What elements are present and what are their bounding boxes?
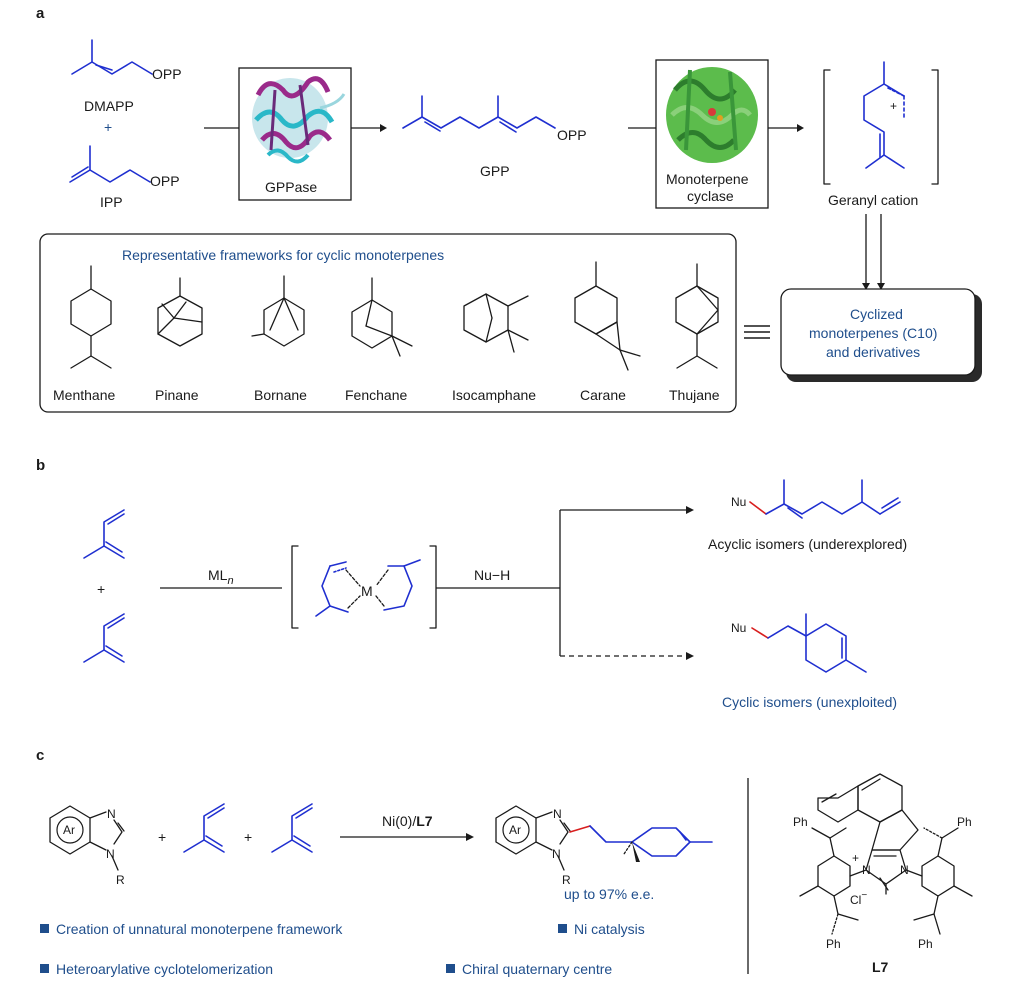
metal-m: M: [361, 583, 373, 599]
l7-label: L7: [872, 959, 889, 975]
panel-a-label: a: [36, 5, 45, 22]
dmapp-ipp-plus: +: [104, 119, 112, 135]
cyclic-product-structure: [751, 613, 867, 673]
cyclized-line1: Cyclized: [850, 306, 903, 322]
bullet-list: Creation of unnatural monoterpene framew…: [40, 921, 645, 977]
l7-ph-4: Ph: [918, 937, 933, 951]
framework-label-4: Isocamphane: [452, 387, 536, 403]
panel-b-plus: +: [97, 581, 105, 597]
bornane-structure: [251, 275, 305, 347]
reactant-n2: N: [106, 847, 115, 861]
menthane-structure: [70, 265, 112, 369]
nucleophile-nuh: Nu−H: [474, 567, 510, 583]
catalyst-ml: MLn: [208, 567, 234, 587]
isoprene-c1-structure: [183, 803, 225, 853]
product-ar: Ar: [509, 823, 521, 837]
bullet-text-0: Creation of unnatural monoterpene framew…: [56, 921, 343, 937]
acyclic-label: Acyclic isomers (underexplored): [708, 536, 907, 552]
gpp-structure: [402, 95, 556, 133]
geranyl-cation-label: Geranyl cation: [828, 192, 918, 208]
arrows-to-cyclized: [862, 214, 885, 290]
l7-n1: N: [862, 863, 871, 877]
l7-ligand-structure: [799, 773, 973, 935]
acyclic-product-structure: [749, 479, 901, 519]
bullet-marker-1: [558, 924, 567, 933]
cyclized-box: Cyclized monoterpenes (C10) and derivati…: [780, 288, 982, 382]
bullet-marker-0: [40, 924, 49, 933]
equivalence-symbol: [744, 325, 770, 339]
isoprene-1-structure: [83, 509, 125, 559]
reactant-n1: N: [107, 807, 116, 821]
reactant-ar: Ar: [63, 823, 75, 837]
l7-plus-charge: +: [852, 851, 859, 865]
cyclized-line3: and derivatives: [826, 344, 920, 360]
cyclic-nu: Nu: [731, 621, 746, 635]
ipp-label: IPP: [100, 194, 123, 210]
isoprene-2-structure: [83, 613, 125, 663]
reactant-r: R: [116, 873, 125, 887]
l7-chloride: Cl−: [850, 890, 867, 907]
bullet-marker-3: [446, 964, 455, 973]
geranyl-cation-structure: [863, 61, 905, 169]
panel-c-plus-2: +: [244, 829, 252, 845]
l7-ph-2: Ph: [957, 815, 972, 829]
framework-label-2: Bornane: [254, 387, 307, 403]
product-n2: N: [552, 847, 561, 861]
isocamphane-structure: [463, 293, 529, 353]
product-n1: N: [553, 807, 562, 821]
cyclase-label-line2: cyclase: [687, 188, 734, 204]
l7-n2: N: [900, 863, 909, 877]
bullet-text-1: Ni catalysis: [574, 921, 645, 937]
product-r: R: [562, 873, 571, 887]
framework-label-0: Menthane: [53, 387, 115, 403]
metal-complex-brackets: [291, 545, 437, 629]
framework-label-1: Pinane: [155, 387, 199, 403]
benzimidazole-reactant-structure: [49, 805, 125, 871]
framework-label-6: Thujane: [669, 387, 720, 403]
arrow-to-geranyl-cation: [768, 124, 804, 132]
framework-label-3: Fenchane: [345, 387, 407, 403]
cyclase-box: Monoterpene cyclase: [655, 59, 769, 209]
frameworks-box: Representative frameworks for cyclic mon…: [39, 233, 737, 413]
gpp-label: GPP: [480, 163, 510, 179]
dmapp-structure: [71, 39, 153, 75]
arrow-to-gpp: [351, 124, 387, 132]
fenchane-structure: [351, 277, 413, 357]
pinane-structure: [157, 277, 203, 347]
frameworks-title: Representative frameworks for cyclic mon…: [122, 247, 444, 263]
ipp-opp: OPP: [150, 173, 180, 189]
cyclized-line2: monoterpenes (C10): [809, 325, 937, 341]
gppase-label: GPPase: [265, 179, 317, 195]
ipp-structure: [69, 145, 151, 183]
metal-complex-structure: [315, 559, 421, 617]
dmapp-opp: OPP: [152, 66, 182, 82]
acyclic-nu: Nu: [731, 495, 746, 509]
panel-c-plus-1: +: [158, 829, 166, 845]
panel-c-label: c: [36, 747, 44, 764]
cyclase-label-line1: Monoterpene: [666, 171, 749, 187]
carane-structure: [574, 261, 641, 371]
geranyl-cation-brackets: [823, 69, 939, 185]
l7-ph-3: Ph: [826, 937, 841, 951]
geranyl-cation-charge: +: [890, 99, 897, 113]
benzimidazole-product-structure: [495, 805, 713, 871]
bullet-text-2: Heteroarylative cyclotelomerization: [56, 961, 273, 977]
thujane-structure: [675, 263, 719, 369]
l7-ph-1: Ph: [793, 815, 808, 829]
dmapp-label: DMAPP: [84, 98, 134, 114]
bullet-text-3: Chiral quaternary centre: [462, 961, 612, 977]
gppase-box: GPPase: [238, 67, 352, 201]
panel-b-label: b: [36, 457, 45, 474]
bullet-marker-2: [40, 964, 49, 973]
catalyst-ni: Ni(0)/L7: [382, 813, 433, 829]
isoprene-c2-structure: [271, 803, 313, 853]
gpp-opp: OPP: [557, 127, 587, 143]
ee-label: up to 97% e.e.: [564, 886, 654, 902]
reaction-arrow-c: [340, 833, 474, 841]
cyclase-protein-image: [666, 67, 758, 163]
cyclic-label: Cyclic isomers (unexploited): [722, 694, 897, 710]
gppase-protein-image: [252, 76, 346, 164]
framework-label-5: Carane: [580, 387, 626, 403]
branch-arrows: [559, 506, 694, 660]
